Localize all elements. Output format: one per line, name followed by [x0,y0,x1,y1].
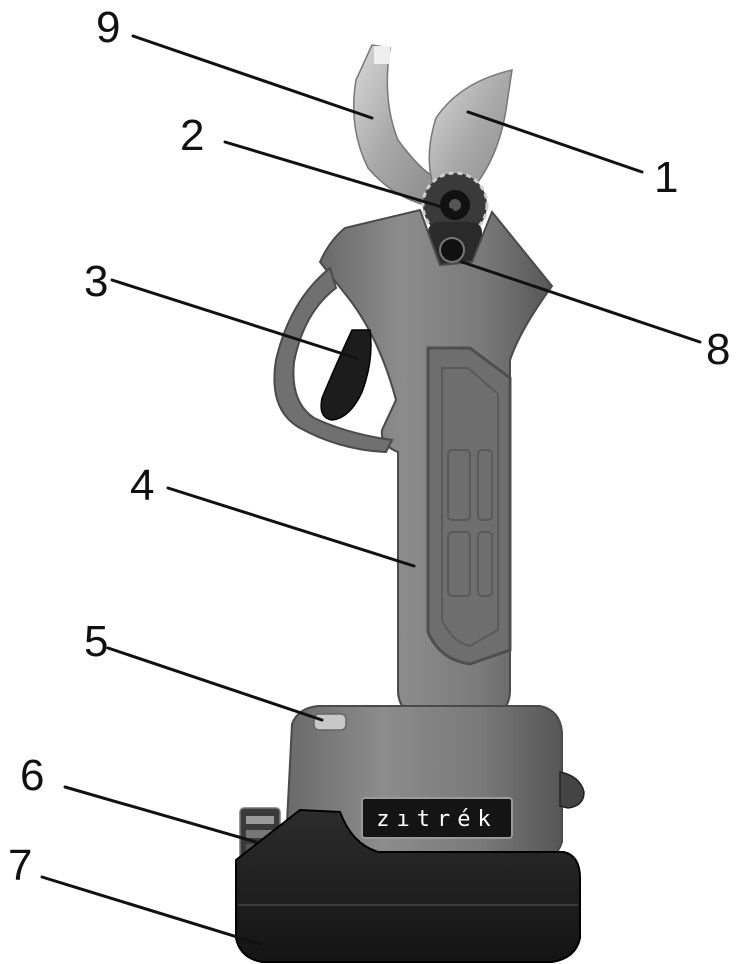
leader-line-4 [168,488,414,566]
leader-line-6 [65,787,256,842]
brand-logo: zıtrék [376,807,497,832]
power-button [314,714,346,730]
callout-3: 3 [84,257,108,306]
leader-line-5 [108,648,322,720]
callout-1: 1 [654,153,678,202]
blade-tip-highlight [374,46,390,64]
leader-line-7 [42,877,260,944]
callout-8: 8 [706,325,730,374]
upper-blade [354,45,436,205]
callout-9: 9 [96,3,120,52]
callout-6: 6 [20,751,44,800]
callout-2: 2 [180,111,204,160]
callout-4: 4 [130,461,154,510]
callout-7: 7 [8,841,32,890]
adjustment-screw [440,238,464,262]
callout-5: 5 [84,617,108,666]
side-hook [560,772,584,808]
leader-line-9 [133,36,372,118]
trigger [321,330,371,420]
